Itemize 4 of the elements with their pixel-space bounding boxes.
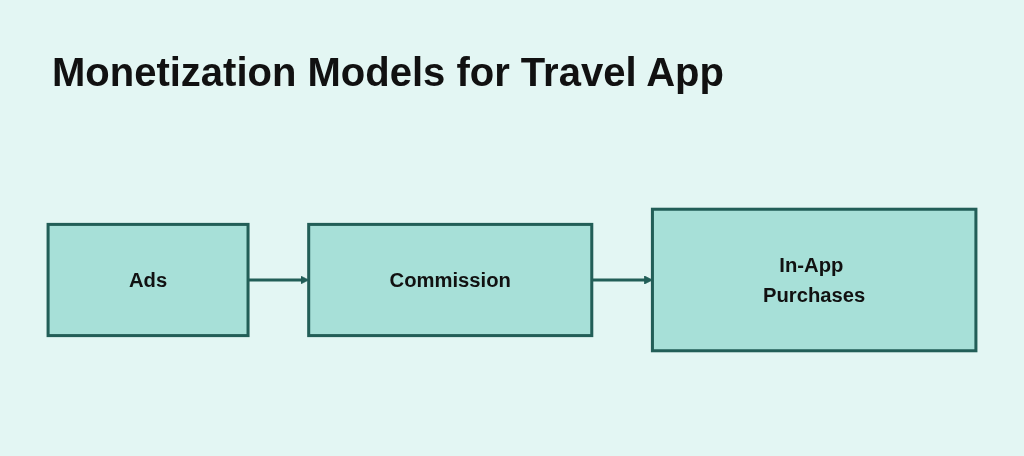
node-box: Commission bbox=[307, 222, 594, 338]
node-box: In-App Purchases bbox=[650, 207, 978, 353]
node-box: Ads bbox=[46, 222, 250, 338]
diagram-title: Monetization Models for Travel App bbox=[52, 50, 724, 95]
